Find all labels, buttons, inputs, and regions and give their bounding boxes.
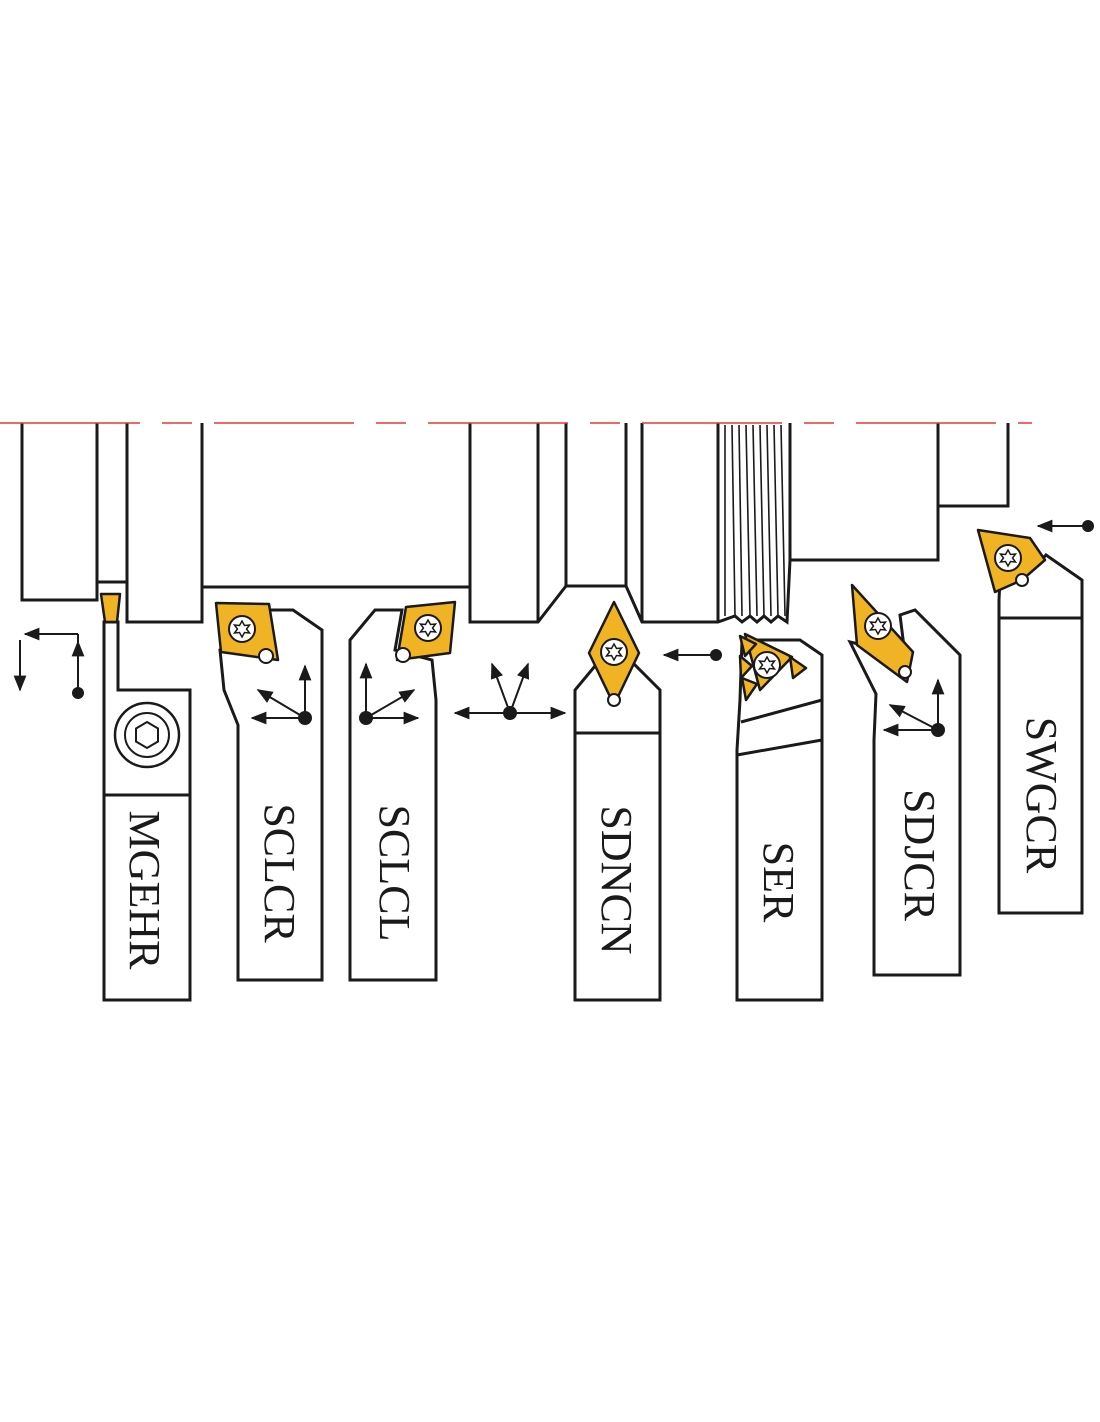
tool-label-sdjcr: SDJCR <box>895 789 944 922</box>
tool-sdjcr: SDJCR <box>847 583 962 977</box>
tool-sdncn: SDNCN <box>573 600 662 1002</box>
torx-screw-icon <box>228 615 256 643</box>
thread-section <box>716 423 792 622</box>
tool-label-sclcl: SCLCL <box>370 805 419 942</box>
grooving-insert-icon <box>99 592 122 624</box>
tool-label-ser: SER <box>754 842 803 923</box>
feed-direction-arrows-icon <box>453 662 567 720</box>
torx-screw-icon <box>600 638 628 666</box>
workpiece-profile <box>20 423 1010 625</box>
feed-direction-arrows-icon <box>250 664 312 725</box>
tool-swgcr: SWGCR <box>976 528 1084 915</box>
hex-socket-bolt-icon <box>113 701 181 769</box>
tool-sclcl: SCLCL <box>348 600 457 982</box>
tool-label-swgcr: SWGCR <box>1017 717 1066 874</box>
tool-label-mgehr: MGEHR <box>120 811 169 971</box>
feed-direction-arrows-icon <box>1036 519 1094 533</box>
tool-label-sclcr: SCLCR <box>255 803 304 943</box>
tool-sclcr: SCLCR <box>214 601 324 982</box>
torx-screw-icon <box>414 614 442 642</box>
tool-mgehr: MGEHR <box>13 592 192 1002</box>
tool-label-sdncn: SDNCN <box>592 805 641 954</box>
tool-ser: SER <box>735 632 824 1002</box>
feed-direction-arrows-icon <box>882 678 945 737</box>
torx-screw-icon <box>864 612 892 640</box>
feed-direction-arrows-icon <box>359 662 420 725</box>
torx-screw-icon <box>994 544 1022 572</box>
feed-direction-arrows-icon <box>13 627 85 699</box>
torx-screw-icon <box>753 651 781 679</box>
feed-direction-arrows-icon <box>662 648 722 662</box>
